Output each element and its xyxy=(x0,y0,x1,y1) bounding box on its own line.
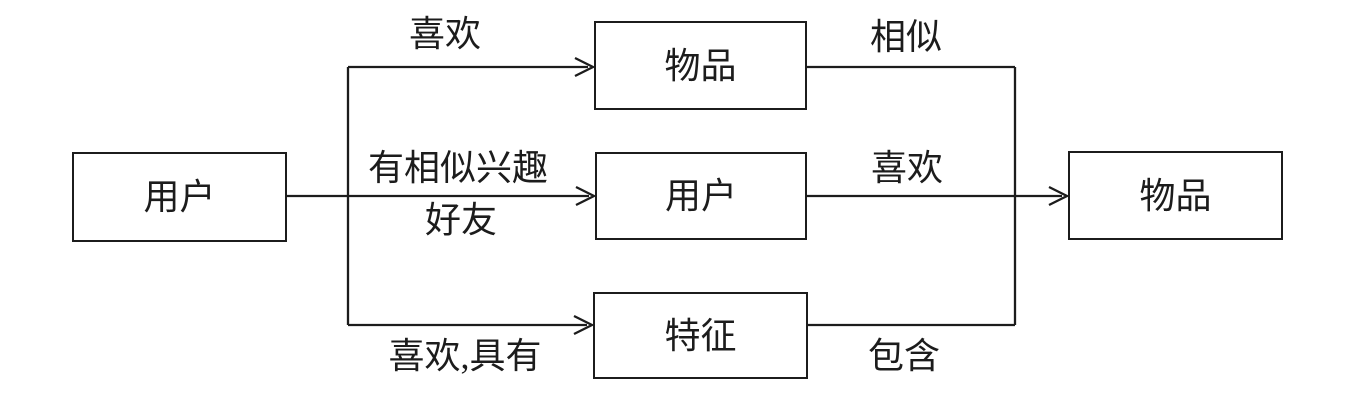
node-user-middle: 用户 xyxy=(595,152,807,240)
edge-label-like-has: 喜欢,具有 xyxy=(388,336,542,376)
node-feature-bottom: 特征 xyxy=(593,292,808,379)
edge-label-similar: 相似 xyxy=(869,17,943,57)
edge-label-contains: 包含 xyxy=(867,336,941,376)
node-user-source-label: 用户 xyxy=(143,177,216,217)
edge-label-similar-interest: 有相似兴趣 xyxy=(367,148,549,188)
node-item-top: 物品 xyxy=(594,21,807,110)
arrowhead-target-icon xyxy=(1048,185,1070,207)
node-item-target: 物品 xyxy=(1068,151,1283,240)
arrowhead-bottom-icon xyxy=(573,314,595,336)
arrowhead-middle-icon xyxy=(575,185,597,207)
edge-label-like-right: 喜欢 xyxy=(870,148,944,188)
edge-label-friends: 好友 xyxy=(424,200,498,240)
node-item-top-label: 物品 xyxy=(664,45,737,86)
node-user-middle-label: 用户 xyxy=(664,176,737,216)
edge-label-like-top: 喜欢 xyxy=(408,14,482,54)
node-feature-bottom-label: 特征 xyxy=(664,315,737,356)
node-user-source: 用户 xyxy=(72,152,287,242)
arrowhead-top-icon xyxy=(574,56,596,78)
node-item-target-label: 物品 xyxy=(1139,175,1212,216)
